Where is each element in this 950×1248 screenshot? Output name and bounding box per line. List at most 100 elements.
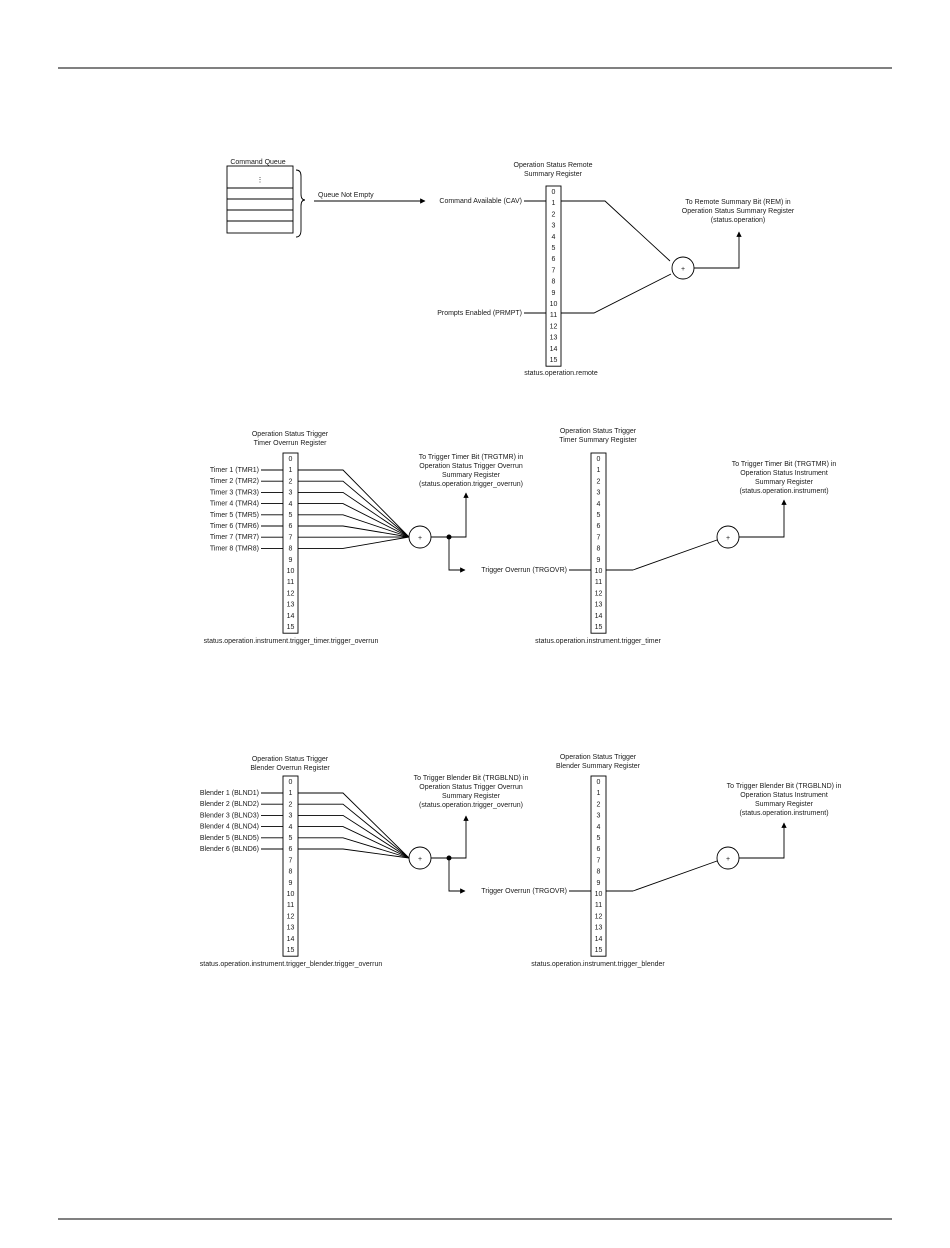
register-bit-label: 0 bbox=[289, 779, 293, 786]
blender-summary-output-2: Operation Status Instrument bbox=[740, 792, 828, 799]
remote-output-label-2: Operation Status Summary Register bbox=[682, 208, 795, 215]
remote-register-name: status.operation.remote bbox=[524, 370, 598, 377]
register-bit-label: 8 bbox=[289, 869, 293, 876]
register-bit-label: 5 bbox=[597, 512, 601, 519]
blender-overrun-down-arrow bbox=[448, 858, 466, 894]
register-bit-label: 12 bbox=[595, 913, 603, 920]
register-bit-label: 2 bbox=[289, 478, 293, 485]
queue-brace bbox=[295, 169, 306, 238]
register-bit-label: 15 bbox=[550, 357, 558, 364]
register-bit-label: 13 bbox=[287, 602, 295, 609]
register-bit-label: 9 bbox=[289, 557, 293, 564]
register-bit-label: 10 bbox=[595, 891, 603, 898]
register-bit-label: 13 bbox=[595, 602, 603, 609]
register-bit-label: 6 bbox=[289, 846, 293, 853]
register-bit-label: 15 bbox=[287, 624, 295, 631]
timer-summary-title-2: Timer Summary Register bbox=[559, 437, 637, 444]
register-bit-label: 11 bbox=[287, 902, 294, 909]
register-bit-label: 0 bbox=[552, 189, 556, 196]
timer-overrun-register-name: status.operation.instrument.trigger_time… bbox=[204, 638, 379, 645]
timer-summary-output-4: (status.operation.instrument) bbox=[739, 488, 828, 495]
register-bit-label: 13 bbox=[595, 925, 603, 932]
fan-in-line bbox=[298, 826, 410, 859]
register-bit-label: 8 bbox=[597, 869, 601, 876]
prmpt-label: Prompts Enabled (PRMPT) bbox=[437, 310, 522, 317]
timer-overrun-title-2: Timer Overrun Register bbox=[254, 440, 328, 447]
queue-ellipsis: ⋮ bbox=[257, 177, 264, 184]
register-bit-label: 12 bbox=[287, 913, 295, 920]
register-bit-label: 1 bbox=[289, 790, 293, 797]
register-bit-label: 0 bbox=[289, 456, 293, 463]
register-bit-label: 15 bbox=[287, 947, 295, 954]
remote-or-symbol: + bbox=[681, 266, 685, 273]
blender-overrun-title: Operation Status Trigger bbox=[252, 756, 329, 763]
fan-in-line bbox=[298, 803, 410, 859]
register-bit-label: 5 bbox=[289, 512, 293, 519]
register-bit-label: 13 bbox=[287, 925, 295, 932]
timer-summary-output-arrow bbox=[739, 499, 787, 538]
register-bit-label: 9 bbox=[597, 880, 601, 887]
register-bit-label: 3 bbox=[289, 813, 293, 820]
blender-summary-output-3: Summary Register bbox=[755, 801, 814, 808]
fan-in-line bbox=[298, 792, 410, 859]
blender-summary-section: Operation Status Trigger Blender Summary… bbox=[481, 754, 841, 968]
cav-label: Command Available (CAV) bbox=[439, 198, 522, 205]
register-bit-label: 12 bbox=[595, 590, 603, 597]
fan-in-line bbox=[298, 837, 410, 859]
register-bit-label: 10 bbox=[550, 301, 558, 308]
timer-trgovr-label: Trigger Overrun (TRGOVR) bbox=[481, 567, 567, 574]
register-bit-label: 13 bbox=[550, 335, 558, 342]
register-bit-label: 8 bbox=[552, 279, 556, 286]
register-bit-label: 7 bbox=[289, 857, 293, 864]
register-bit-label: 4 bbox=[597, 824, 601, 831]
fan-in-line bbox=[298, 469, 410, 538]
input-label: Timer 2 (TMR2) bbox=[210, 478, 259, 485]
blender-overrun-output: To Trigger Blender Bit (TRGBLND) in bbox=[414, 775, 529, 782]
fan-in-line bbox=[298, 514, 410, 538]
timer-overrun-title: Operation Status Trigger bbox=[252, 431, 329, 438]
input-label: Blender 3 (BLND3) bbox=[200, 812, 259, 819]
input-label: Blender 6 (BLND6) bbox=[200, 846, 259, 853]
register-bit-label: 9 bbox=[597, 557, 601, 564]
fan-in-line bbox=[298, 848, 410, 859]
blender-overrun-output-4: (status.operation.trigger_overrun) bbox=[419, 802, 523, 809]
register-bit-label: 6 bbox=[552, 256, 556, 263]
register-bit-label: 9 bbox=[289, 880, 293, 887]
register-bit-label: 5 bbox=[597, 835, 601, 842]
blender-overrun-or-symbol: + bbox=[418, 856, 422, 863]
register-bit-label: 3 bbox=[597, 813, 601, 820]
blender-summary-output: To Trigger Blender Bit (TRGBLND) in bbox=[727, 783, 842, 790]
remote-register-title: Operation Status Remote bbox=[514, 162, 593, 169]
queue-not-empty-label: Queue Not Empty bbox=[318, 192, 374, 199]
register-bit-label: 11 bbox=[595, 579, 602, 586]
blender-summary-output-4: (status.operation.instrument) bbox=[739, 810, 828, 817]
register-bit-label: 7 bbox=[597, 534, 601, 541]
register-bit-label: 10 bbox=[287, 568, 295, 575]
blender-summary-output-arrow bbox=[739, 822, 787, 859]
register-bit-label: 7 bbox=[597, 857, 601, 864]
register-bit-label: 2 bbox=[597, 801, 601, 808]
register-bit-label: 1 bbox=[597, 790, 601, 797]
register-bit-label: 12 bbox=[287, 590, 295, 597]
remote-cav-to-or bbox=[561, 200, 671, 262]
input-label: Timer 6 (TMR6) bbox=[210, 523, 259, 530]
timer-overrun-or-symbol: + bbox=[418, 535, 422, 542]
command-queue-title: Command Queue bbox=[230, 159, 285, 166]
input-label: Blender 4 (BLND4) bbox=[200, 824, 259, 831]
register-bit-label: 15 bbox=[595, 947, 603, 954]
timer-overrun-output-4: (status.operation.trigger_overrun) bbox=[419, 481, 523, 488]
input-label: Timer 8 (TMR8) bbox=[210, 545, 259, 552]
register-bit-label: 4 bbox=[597, 501, 601, 508]
register-bit-label: 0 bbox=[597, 456, 601, 463]
register-bit-label: 4 bbox=[552, 234, 556, 241]
remote-register-title-2: Summary Register bbox=[524, 171, 583, 178]
register-bit-label: 8 bbox=[289, 546, 293, 553]
input-label: Timer 3 (TMR3) bbox=[210, 489, 259, 496]
register-bit-label: 6 bbox=[597, 523, 601, 530]
timer-overrun-output-2: Operation Status Trigger Overrun bbox=[419, 463, 523, 470]
input-label: Blender 5 (BLND5) bbox=[200, 835, 259, 842]
register-bit-label: 2 bbox=[552, 211, 556, 218]
register-bit-label: 4 bbox=[289, 501, 293, 508]
